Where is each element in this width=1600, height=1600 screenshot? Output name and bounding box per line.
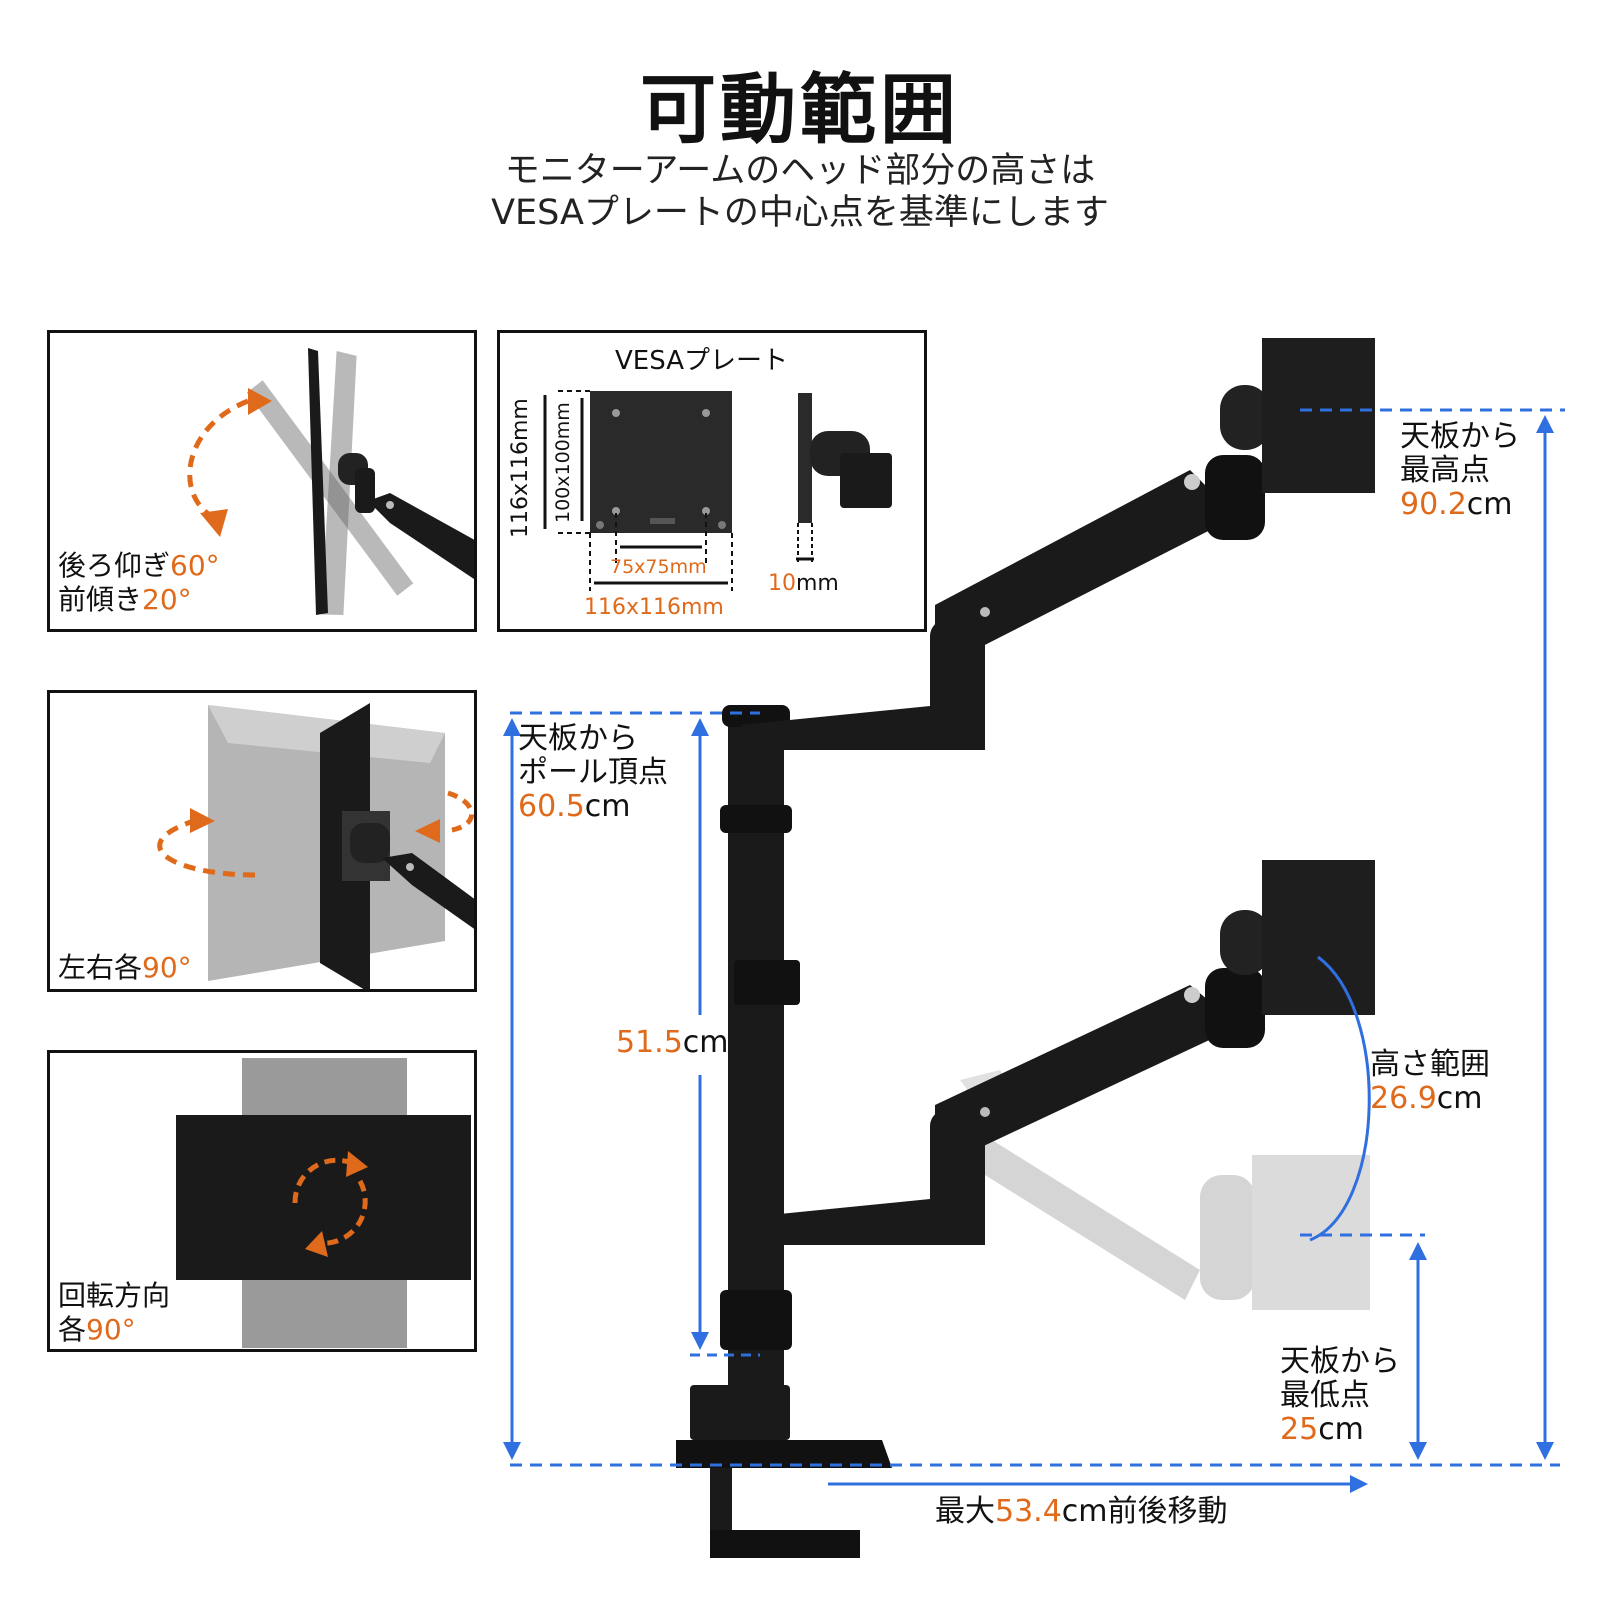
swivel-arm xyxy=(382,853,474,929)
swivel-head xyxy=(350,823,390,863)
height-range-curve xyxy=(1309,955,1371,1242)
monitor-tilt-forward-ghost xyxy=(246,380,414,596)
vesa-side-plate xyxy=(798,393,812,523)
vesa-title: VESAプレート xyxy=(615,346,788,376)
swivel-arrow-left xyxy=(157,816,256,878)
tilt-arrow-head-top xyxy=(248,388,272,415)
page-title: 可動範囲 xyxy=(640,65,960,154)
min-height-label: 天板から 最低点 25cm xyxy=(1280,1344,1400,1447)
vesa-illustration xyxy=(543,390,892,591)
upper-gas-arm xyxy=(935,470,1220,650)
vesa-outer-horizontal-dim: 116x116mm xyxy=(584,595,724,620)
tilt-back-label: 後ろ仰ぎ60° xyxy=(58,549,220,582)
pole-height-label: 51.5cm xyxy=(616,1025,729,1060)
swivel-arrow-right xyxy=(444,790,474,834)
reach-label: 最大53.4cm前後移動 xyxy=(935,1494,1228,1529)
rotation-arrow-bottom xyxy=(317,1179,368,1246)
vesa-panel: VESAプレート 116x116mm 100x100mm 75x75mm 116… xyxy=(497,330,927,632)
lower-arm-link xyxy=(740,1198,985,1245)
upper-vesa-plate xyxy=(1262,338,1375,493)
rotation-panel: 回転方向 各90° xyxy=(47,1050,477,1352)
clamp-base xyxy=(676,1440,892,1468)
tilt-front-label: 前傾き20° xyxy=(58,583,192,616)
max-height-label: 天板から 最高点 90.2cm xyxy=(1400,419,1520,522)
tilt-arm xyxy=(368,493,474,579)
pole-collar-lower xyxy=(720,1290,792,1350)
tilt-arrow-head-bottom xyxy=(200,509,228,537)
swivel-illustration xyxy=(157,703,474,989)
rotation-label-2: 各90° xyxy=(58,1313,136,1346)
pole-collar-upper xyxy=(720,805,792,833)
rotation-label-1: 回転方向 xyxy=(58,1279,171,1312)
swivel-label: 左右各90° xyxy=(58,951,192,984)
rotation-arrow-top xyxy=(292,1157,353,1204)
swivel-panel: 左右各90° xyxy=(47,690,477,992)
rotation-illustration xyxy=(176,1058,471,1348)
upper-tilt-head xyxy=(1220,385,1270,450)
height-range-label: 高さ範囲 26.9cm xyxy=(1370,1047,1490,1116)
lower-gas-arm xyxy=(935,985,1220,1150)
subtitle-line-2: VESAプレートの中心点を基準にします xyxy=(491,193,1109,233)
cable-clip xyxy=(734,960,800,1005)
monitor-tilt-back-ghost xyxy=(321,350,357,616)
pole-top-label: 天板から ポール頂点 60.5cm xyxy=(518,721,668,824)
tilt-panel: 後ろ仰ぎ60° 前傾き20° xyxy=(47,330,477,632)
tilt-illustration xyxy=(187,348,474,616)
vesa-inner-horizontal-dim: 75x75mm xyxy=(610,556,707,578)
subtitle-line-1: モニターアームのヘッド部分の高さは xyxy=(504,151,1096,191)
arm-lowest-ghost xyxy=(945,1070,1370,1310)
tilt-arrow-curve xyxy=(187,398,249,521)
lower-vesa-plate xyxy=(1262,860,1375,1015)
upper-arm-link xyxy=(740,705,985,750)
lower-tilt-head xyxy=(1220,910,1270,975)
vesa-plate-depth-dim: 10mm xyxy=(768,571,839,596)
monitor-upright xyxy=(308,348,328,615)
clamp-top xyxy=(690,1385,790,1440)
